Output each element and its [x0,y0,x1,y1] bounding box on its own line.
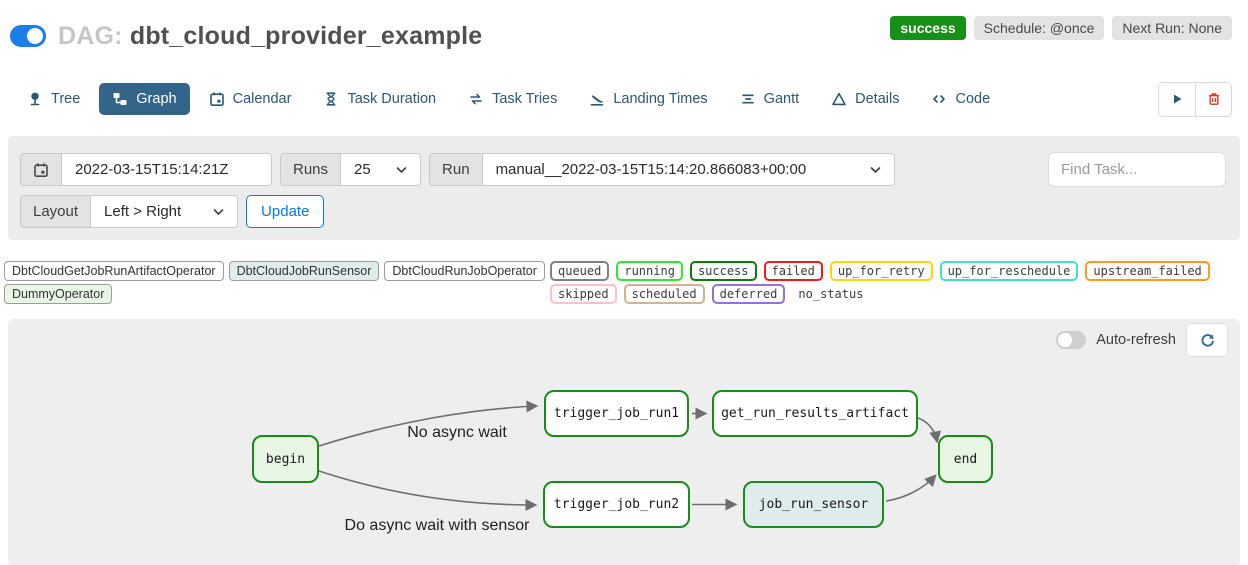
operator-badge[interactable]: DbtCloudJobRunSensor [228,261,380,281]
schedule-badge: Schedule: @once [973,16,1105,40]
edge-label-no-async-wait: No async wait [407,424,507,441]
code-icon [931,91,947,107]
gantt-icon [740,91,756,107]
refresh-icon [1201,333,1214,347]
layout-value: Left > Right [104,203,182,220]
tab-code[interactable]: Code [918,83,1003,115]
task-node-trigger-job-run2[interactable]: trigger_job_run2 [543,481,690,528]
task-node-trigger-job-run1[interactable]: trigger_job_run1 [544,390,689,437]
state-badge-scheduled[interactable]: scheduled [623,284,705,304]
dag-edges [318,400,941,511]
tab-label: Graph [136,91,177,107]
dag-actions [1158,81,1232,117]
base-date-input[interactable] [62,153,272,186]
trash-icon [1208,93,1219,105]
auto-refresh-label: Auto-refresh [1096,332,1176,348]
state-badge-running[interactable]: running [616,261,683,281]
state-badge-success[interactable]: success [689,261,757,281]
edge-label-do-async-wait: Do async wait with sensor [344,517,530,534]
operator-badge[interactable]: DummyOperator [4,284,113,304]
operator-badge[interactable]: DbtCloudRunJobOperator [384,261,545,281]
tab-tree[interactable]: Tree [14,83,93,115]
next-run-badge: Next Run: None [1112,16,1232,40]
chevron-down-icon [396,166,407,174]
state-badge-failed[interactable]: failed [763,261,823,281]
details-icon [831,91,847,107]
state-legend: queued running success failed up_for_ret… [550,261,1244,304]
state-badge-up-for-retry[interactable]: up_for_retry [829,261,933,281]
tab-label: Gantt [763,91,800,107]
num-runs-group: Runs 25 [280,153,422,186]
operator-legend: DbtCloudGetJobRunArtifactOperator DbtClo… [4,261,546,304]
layout-group: Layout Left > Right [20,195,239,228]
task-node-job-run-sensor[interactable]: job_run_sensor [743,481,884,528]
state-badge-deferred[interactable]: deferred [711,284,786,304]
dag-graph-panel: Auto-refresh begin trigger_job_run1 get_… [8,319,1240,565]
run-label: Run [429,153,483,186]
refresh-button[interactable] [1186,323,1228,357]
calendar-icon [34,162,48,177]
graph-icon [112,91,128,107]
tree-icon [27,91,43,107]
dag-pause-toggle[interactable] [10,25,46,47]
state-badge-queued[interactable]: queued [550,261,610,281]
tab-label: Calendar [232,91,292,107]
plane-landing-icon [589,91,605,107]
tab-gantt[interactable]: Gantt [727,83,812,115]
tab-label: Details [855,91,900,107]
delete-dag-button[interactable] [1195,81,1232,117]
hourglass-icon [323,91,339,107]
toggle-knob [1058,333,1073,347]
tab-label: Tree [51,91,81,107]
auto-refresh-toggle[interactable] [1056,331,1087,349]
calendar-icon [209,91,225,107]
tab-label: Task Tries [492,91,558,107]
update-button[interactable]: Update [246,195,325,228]
num-runs-value: 25 [354,161,371,178]
chevron-down-icon [870,166,881,174]
dag-header: DAG: dbt_cloud_provider_example success … [0,0,1248,56]
play-icon [1174,94,1182,104]
tab-label: Task Duration [347,91,437,107]
task-node-get-run-results-artifact[interactable]: get_run_results_artifact [712,390,918,437]
run-group: Run manual__2022-03-15T15:14:20.866083+0… [429,153,895,186]
state-badge-skipped[interactable]: skipped [550,284,617,304]
dag-id-title: dbt_cloud_provider_example [129,21,483,50]
operator-badge[interactable]: DbtCloudGetJobRunArtifactOperator [4,261,224,281]
page-title: DAG: dbt_cloud_provider_example [58,22,482,51]
task-node-begin[interactable]: begin [252,435,319,483]
layout-label: Layout [20,195,92,228]
runs-label: Runs [280,153,342,186]
run-value: manual__2022-03-15T15:14:20.866083+00:00 [495,161,807,178]
header-badges: success Schedule: @once Next Run: None [890,16,1232,40]
tab-graph[interactable]: Graph [99,83,190,115]
tab-details[interactable]: Details [818,83,912,115]
trigger-dag-button[interactable] [1158,81,1195,117]
tab-label: Code [955,91,991,107]
layout-select[interactable]: Left > Right [91,195,239,228]
tab-label: Landing Times [613,91,708,107]
dag-status-badge: success [890,16,966,40]
dag-prefix-label: DAG: [58,21,123,50]
find-task-input[interactable] [1048,152,1226,187]
chevron-down-icon [213,208,224,216]
run-select[interactable]: manual__2022-03-15T15:14:20.866083+00:00 [482,153,895,186]
base-date-group [20,153,272,186]
task-node-end[interactable]: end [938,435,993,483]
state-badge-up-for-reschedule[interactable]: up_for_reschedule [939,261,1079,281]
toggle-knob [27,28,43,44]
repeat-icon [468,91,484,107]
legend: DbtCloudGetJobRunArtifactOperator DbtClo… [0,261,1248,305]
num-runs-select[interactable]: 25 [341,153,422,186]
filter-panel: Runs 25 Run manual__2022-03-15T15:14:20.… [8,136,1240,240]
tab-task-tries[interactable]: Task Tries [455,83,570,115]
tab-task-duration[interactable]: Task Duration [310,83,449,115]
state-badge-no-status: no_status [798,287,864,301]
state-badge-upstream-failed[interactable]: upstream_failed [1085,261,1210,281]
calendar-addon [20,153,62,186]
tab-calendar[interactable]: Calendar [196,83,305,115]
view-tabs: Tree Graph Calendar Task Duration Task T… [0,80,1248,118]
tab-landing-times[interactable]: Landing Times [576,83,720,115]
graph-controls: Auto-refresh [1056,323,1228,357]
